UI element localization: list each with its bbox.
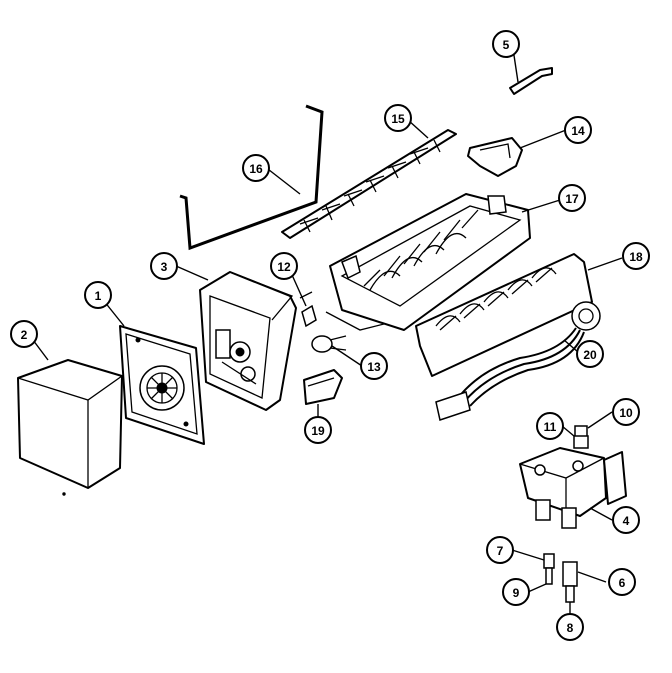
callout-1: 1	[84, 281, 112, 309]
svg-text:12: 12	[277, 260, 291, 274]
svg-text:15: 15	[391, 112, 405, 126]
callout-6: 6	[608, 568, 636, 596]
callout-16: 16	[242, 154, 270, 182]
part-cover-box	[17, 359, 123, 489]
part-water-valve	[519, 447, 627, 529]
callout-12: 12	[270, 252, 298, 280]
svg-text:6: 6	[619, 576, 626, 590]
svg-text:3: 3	[161, 260, 168, 274]
svg-text:7: 7	[497, 544, 504, 558]
callout-3: 3	[150, 252, 178, 280]
leader-lines	[29, 41, 623, 624]
part-bracket	[303, 369, 343, 405]
svg-text:20: 20	[583, 348, 597, 362]
stray-dot	[62, 492, 66, 496]
callout-10: 10	[612, 398, 640, 426]
svg-text:10: 10	[619, 406, 633, 420]
callout-4: 4	[612, 506, 640, 534]
callout-20: 20	[576, 340, 604, 368]
svg-text:19: 19	[311, 424, 325, 438]
svg-text:18: 18	[629, 250, 643, 264]
callout-19: 19	[304, 416, 332, 444]
svg-text:5: 5	[503, 38, 510, 52]
callout-18: 18	[622, 242, 650, 270]
part-front-plate	[119, 325, 205, 445]
callout-14: 14	[564, 116, 592, 144]
part-heater-housing	[415, 253, 601, 377]
svg-text:13: 13	[367, 360, 381, 374]
svg-text:2: 2	[21, 328, 28, 342]
svg-text:4: 4	[623, 514, 630, 528]
part-ice-mold	[325, 193, 531, 331]
callout-5: 5	[492, 30, 520, 58]
part-thermostat	[311, 335, 347, 353]
callout-15: 15	[384, 104, 412, 132]
part-shutoff-cam	[467, 137, 523, 177]
part-fittings	[573, 425, 589, 449]
part-screw	[299, 291, 317, 328]
part-ejector	[281, 129, 457, 239]
svg-text:14: 14	[571, 124, 585, 138]
callout-13: 13	[360, 352, 388, 380]
part-motor-housing	[199, 271, 297, 411]
svg-text:16: 16	[249, 162, 263, 176]
svg-text:17: 17	[565, 192, 579, 206]
callout-17: 17	[558, 184, 586, 212]
callout-7: 7	[486, 536, 514, 564]
callout-8: 8	[556, 613, 584, 641]
part-bail-arm	[179, 104, 324, 251]
part-inlet-fitting	[543, 553, 555, 585]
svg-text:1: 1	[95, 289, 102, 303]
part-outlet-fitting	[562, 561, 578, 603]
callout-11: 11	[536, 412, 564, 440]
part-fill-tube	[509, 67, 553, 95]
callout-9: 9	[502, 578, 530, 606]
callout-2: 2	[10, 320, 38, 348]
svg-text:9: 9	[513, 586, 520, 600]
svg-text:11: 11	[544, 420, 557, 434]
svg-text:8: 8	[567, 621, 574, 635]
